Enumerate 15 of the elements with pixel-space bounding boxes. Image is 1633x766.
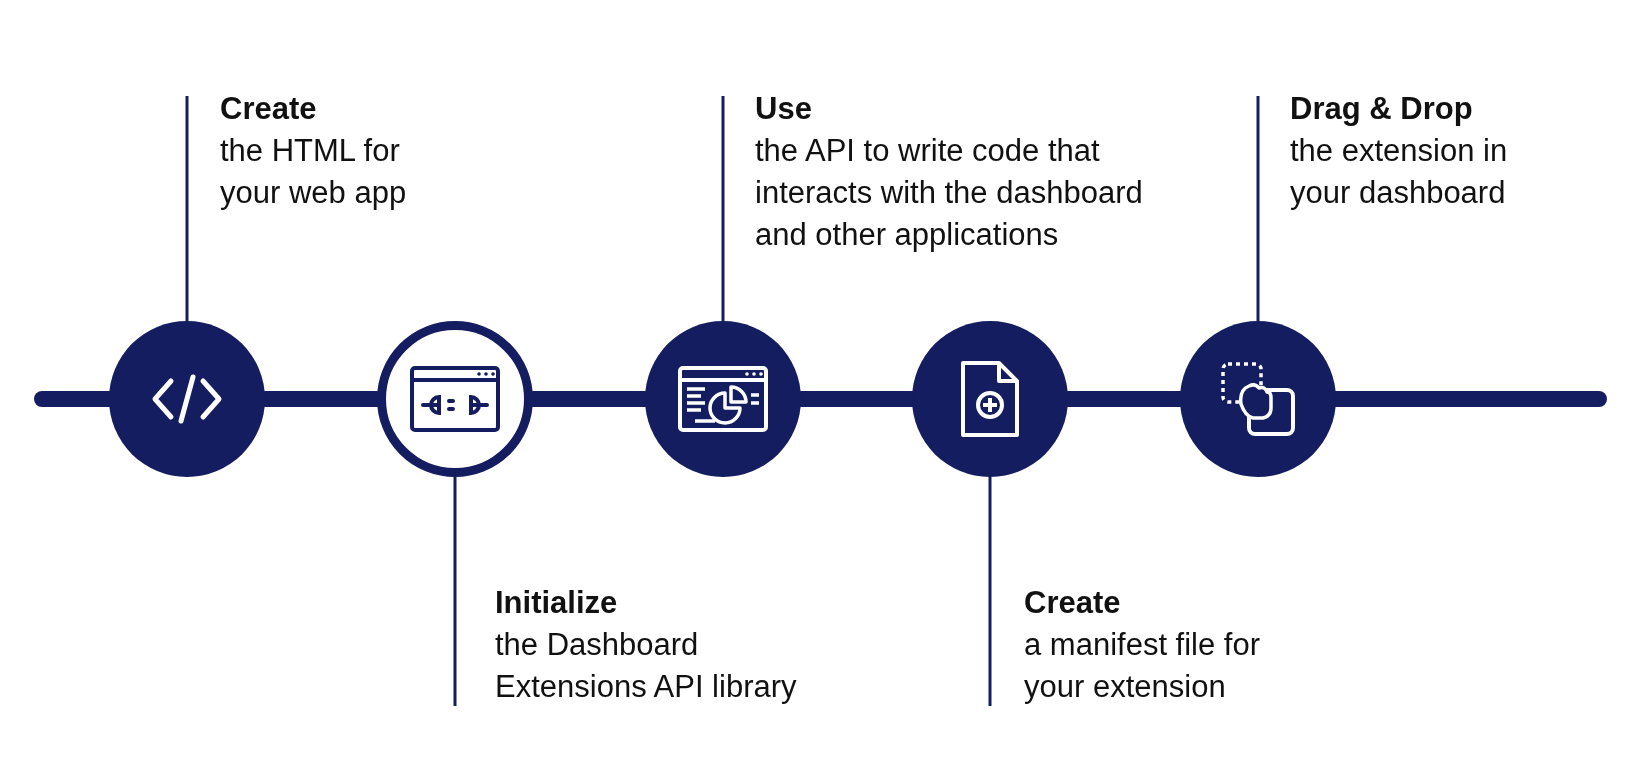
step-heading: Initialize	[495, 584, 619, 622]
step-description: the HTML for your web app	[220, 132, 408, 212]
step-description: a manifest file for your extension	[1024, 626, 1262, 706]
step-description: the API to write code that interacts with the dashboard and other applications	[755, 132, 1144, 254]
leader-line	[453, 477, 457, 706]
leader-line	[185, 96, 189, 321]
step-heading: Drag & Drop	[1290, 90, 1474, 128]
leader-line	[1256, 96, 1260, 321]
step-description: the Dashboard Extensions API library	[495, 626, 798, 706]
step-heading: Create	[220, 90, 318, 128]
step-description: the extension in your dashboard	[1290, 132, 1509, 212]
step-heading: Create	[1024, 584, 1122, 622]
step-heading: Use	[755, 90, 813, 128]
leader-line	[988, 477, 992, 706]
leader-line	[721, 96, 725, 321]
